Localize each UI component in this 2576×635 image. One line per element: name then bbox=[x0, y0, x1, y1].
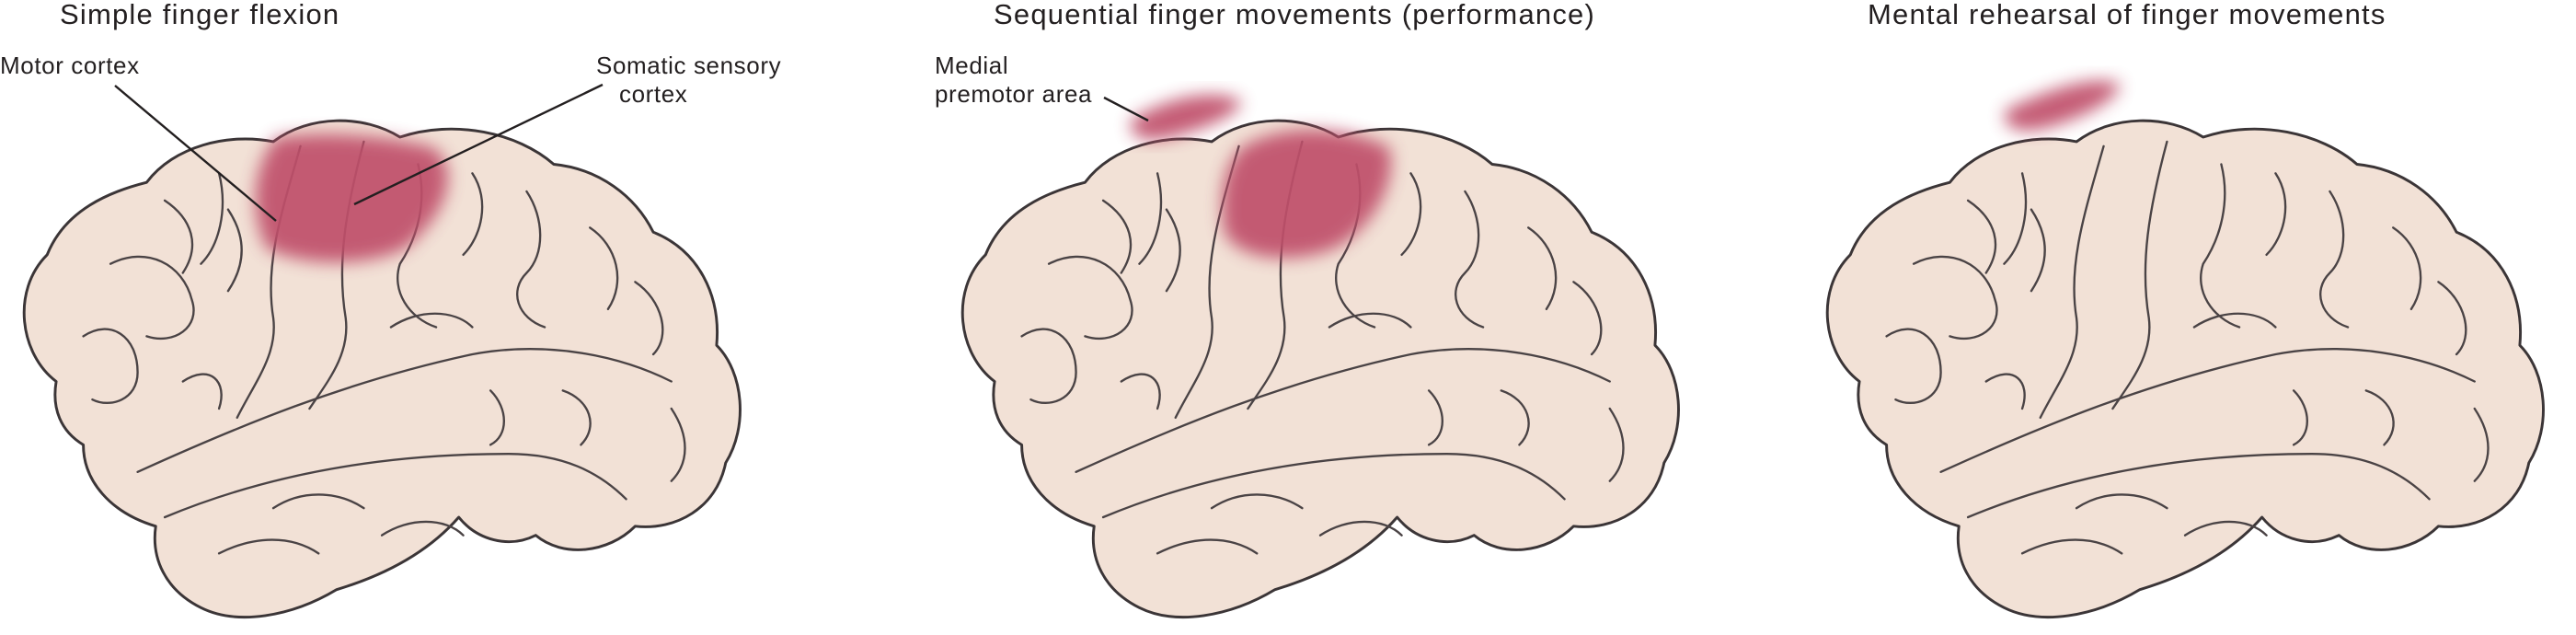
medial-premotor-label-line1: Medial bbox=[935, 52, 1008, 79]
medial-premotor-label-line2: premotor area bbox=[935, 80, 1092, 108]
motor-cortex-leader bbox=[114, 85, 277, 222]
panel-simple-finger-flexion: Simple finger flexion Motor cortex Somat… bbox=[0, 0, 781, 619]
panel-title: Mental rehearsal of finger movements bbox=[1868, 0, 2386, 30]
medial-premotor-activation bbox=[2005, 80, 2121, 131]
medial-premotor-activation bbox=[1131, 94, 1242, 140]
panel-title: Simple finger flexion bbox=[60, 0, 339, 30]
somatic-sensory-label-line2: cortex bbox=[619, 80, 687, 108]
panel-mental-rehearsal: Mental rehearsal of finger movements bbox=[1825, 0, 2545, 619]
panel-sequential-finger-movements: Sequential finger movements (performance… bbox=[935, 0, 1680, 619]
motor-sensory-activation bbox=[1222, 130, 1391, 259]
somatic-sensory-leader bbox=[353, 83, 604, 206]
brain-illustration bbox=[1825, 119, 2545, 619]
motor-cortex-activation bbox=[255, 133, 448, 262]
panel-title: Sequential finger movements (performance… bbox=[994, 0, 1595, 30]
motor-cortex-label: Motor cortex bbox=[0, 52, 140, 79]
somatic-sensory-label-line1: Somatic sensory bbox=[596, 52, 781, 79]
medial-premotor-leader bbox=[1103, 96, 1149, 122]
